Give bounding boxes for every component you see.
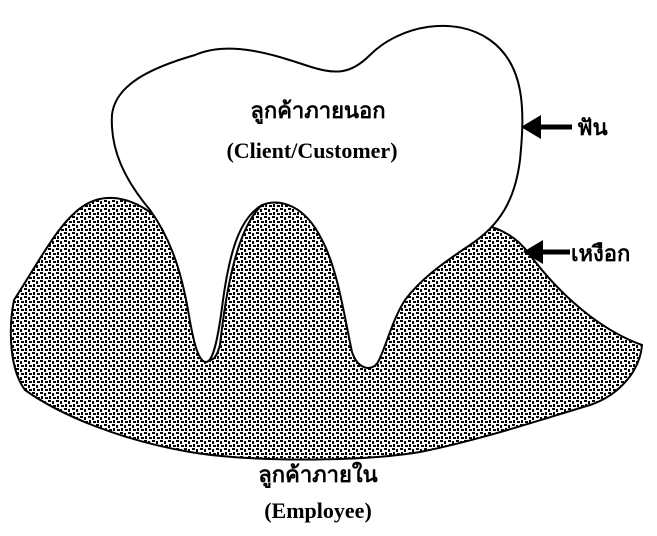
gum-callout-label: เหงือก [571,242,630,267]
gum-label-thai: ลูกค้าภายใน [258,461,377,489]
tooth-label-thai: ลูกค้าภายนอก [250,99,385,125]
gum-label-eng: (Employee) [264,498,372,523]
tooth-callout-label: ฟัน [577,116,608,141]
tooth-label-eng: (Client/Customer) [226,138,397,163]
tooth-arrow-icon [521,115,572,139]
